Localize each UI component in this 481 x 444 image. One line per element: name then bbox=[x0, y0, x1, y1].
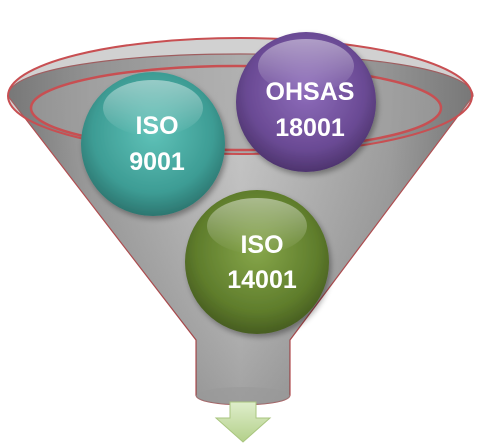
circle-ohsas-18001-line1: OHSAS bbox=[266, 78, 355, 106]
circle-iso-9001-line1: ISO bbox=[135, 112, 178, 140]
circle-ohsas-18001-gloss bbox=[258, 39, 354, 93]
down-arrow-icon bbox=[214, 401, 272, 443]
funnel-stem-bottom bbox=[196, 387, 290, 405]
circle-iso-14001-gloss bbox=[207, 198, 307, 254]
circle-iso-14001: ISO 14001 bbox=[185, 190, 329, 334]
circle-ohsas-18001: OHSAS 18001 bbox=[236, 32, 376, 172]
circle-iso-9001: ISO 9001 bbox=[81, 72, 225, 216]
circle-ohsas-18001-line2: 18001 bbox=[275, 114, 345, 142]
circle-iso-14001-line1: ISO bbox=[240, 231, 283, 259]
circle-iso-14001-line2: 14001 bbox=[227, 266, 297, 294]
circle-iso-9001-gloss bbox=[103, 80, 203, 136]
circle-iso-9001-line2: 9001 bbox=[129, 148, 185, 176]
